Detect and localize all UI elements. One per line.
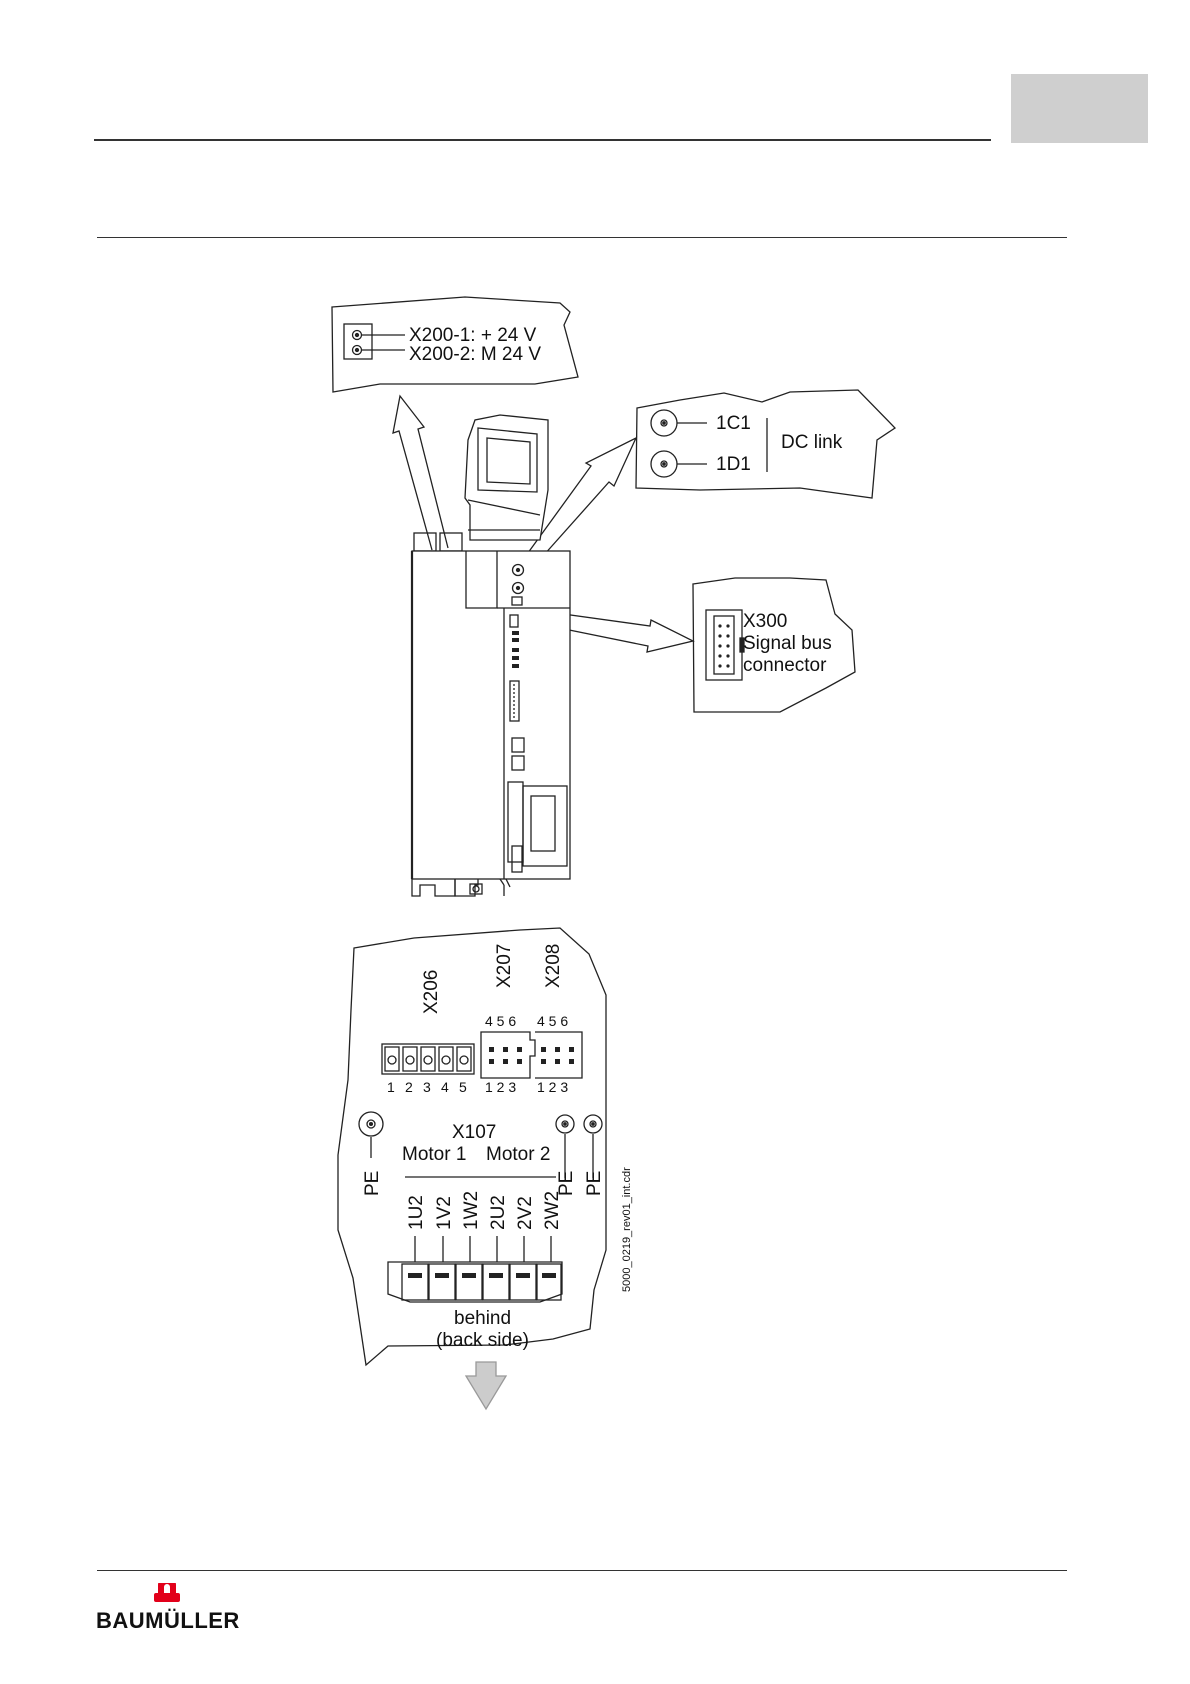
motor2-label: Motor 2 — [486, 1144, 550, 1165]
x206-pin-3: 3 — [423, 1079, 431, 1095]
x206-pin-2: 2 — [405, 1079, 413, 1095]
pe-label-right-2: PE — [584, 1171, 605, 1196]
x107-label: X107 — [452, 1122, 496, 1143]
x200-1-label: X200-1: + 24 V — [409, 325, 537, 346]
logo-mark-icon — [154, 1583, 180, 1602]
dclink-callout-frame — [636, 390, 895, 498]
dclink-terminal-1d1: 1D1 — [716, 454, 751, 475]
x207-bottom-pins: 1 2 3 — [485, 1079, 516, 1095]
terminal-2u2: 2U2 — [488, 1195, 509, 1230]
behind-label: behind — [454, 1308, 511, 1329]
x200-2-label: X200-2: M 24 V — [409, 344, 541, 365]
back-side-arrow — [466, 1362, 506, 1409]
motor1-label: Motor 1 — [402, 1144, 466, 1165]
x208-label: X208 — [543, 944, 564, 988]
pe-label-left: PE — [362, 1171, 383, 1196]
x206-pin-1: 1 — [387, 1079, 395, 1095]
terminal-1v2: 1V2 — [434, 1196, 455, 1230]
back-side-label: (back side) — [436, 1330, 529, 1351]
x300-label: X300 — [743, 611, 787, 632]
x206-pin-5: 5 — [459, 1079, 467, 1095]
terminal-2v2: 2V2 — [515, 1196, 536, 1230]
x207-label: X207 — [494, 944, 515, 988]
logo-wordmark: BAUMÜLLER — [96, 1608, 240, 1634]
drive-body — [412, 551, 570, 879]
x206-label: X206 — [421, 970, 442, 1014]
terminal-1u2: 1U2 — [406, 1195, 427, 1230]
dclink-label: DC link — [781, 432, 843, 453]
x208-bottom-pins: 1 2 3 — [537, 1079, 568, 1095]
dclink-terminal-1c1: 1C1 — [716, 413, 751, 434]
x207-top-pins: 4 5 6 — [485, 1013, 516, 1029]
drive-unit-drawing — [412, 415, 570, 896]
power-callout-arrow — [393, 396, 448, 550]
x206-pin-4: 4 — [441, 1079, 449, 1095]
terminal-1w2: 1W2 — [461, 1191, 482, 1230]
drawing-file-reference: 5000_0219_rev01_int.cdr — [621, 1167, 633, 1292]
connector-label: connector — [743, 655, 827, 676]
terminal-2w2: 2W2 — [542, 1191, 563, 1230]
x208-top-pins: 4 5 6 — [537, 1013, 568, 1029]
signalbus-label: Signal bus — [743, 633, 832, 654]
